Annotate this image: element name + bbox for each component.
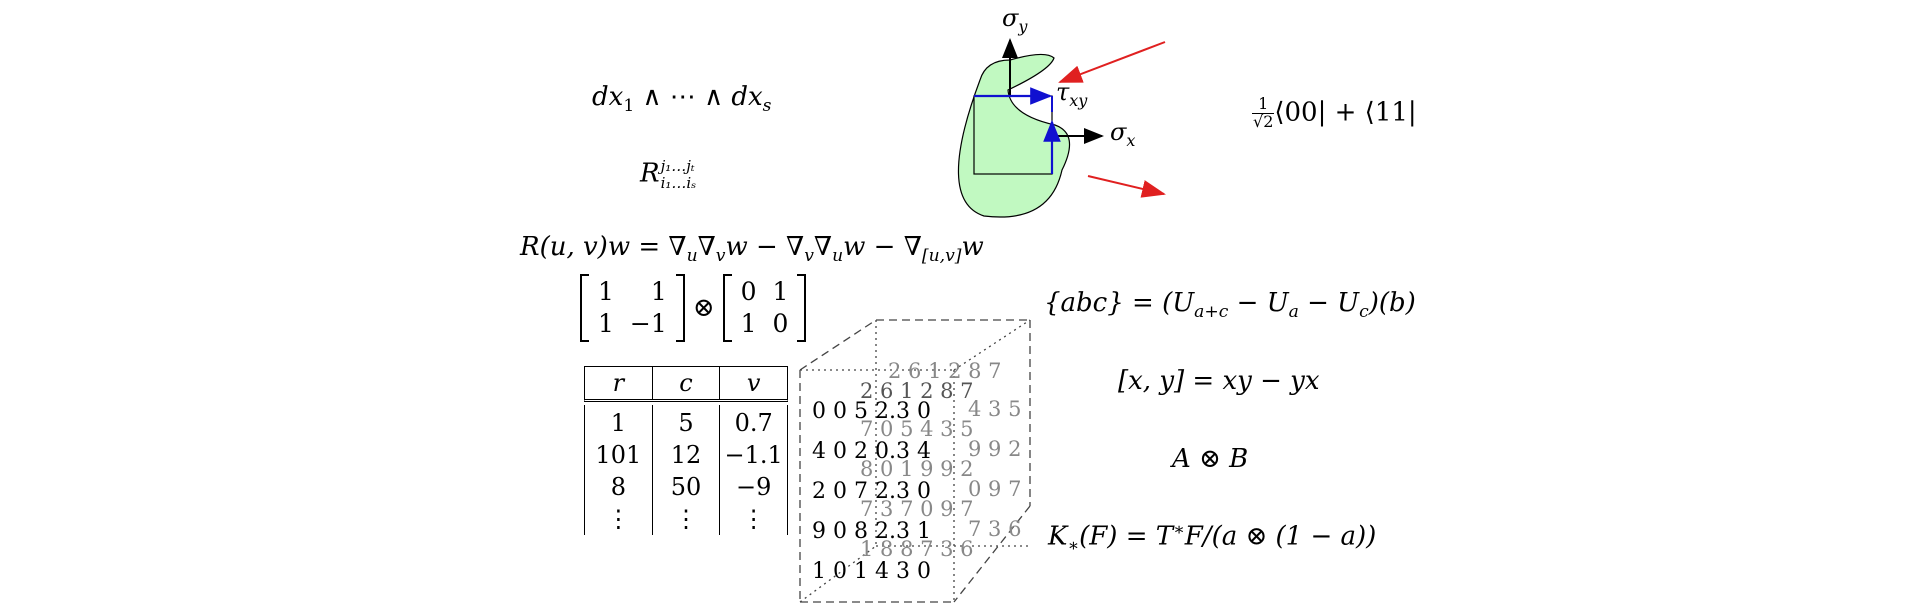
curvature-formula: R(u, v)w = ∇u∇vw − ∇v∇uw − ∇[u,v]w [520,232,984,267]
table-cell: 5 [678,409,694,437]
svg-text:7 3 7 0 9 7: 7 3 7 0 9 7 [860,497,974,521]
wedge-formula: dx1 ∧ ⋯ ∧ dxs [592,82,772,117]
table-cell: 50 [670,473,702,501]
svg-text:7 0 5 4 3 5: 7 0 5 4 3 5 [860,417,974,441]
table-cell: 8 [610,473,626,501]
svg-text:0 0 5 2.3 0: 0 0 5 2.3 0 [812,399,931,424]
cube-back-layer: 2 6 1 2 8 7 4 3 5 9 9 2 0 9 7 7 3 6 [888,359,1021,541]
svg-text:1 8 8 7 3 6: 1 8 8 7 3 6 [860,537,974,561]
svg-text:9 0 8 2.3 1: 9 0 8 2.3 1 [812,519,931,544]
col-c: 5 12 50 ⋮ [651,405,720,535]
table-cell: −9 [735,473,772,501]
data-cube: 2 6 1 2 8 7 4 3 5 9 9 2 0 9 7 7 3 6 2 6 … [799,319,1031,603]
header-r: r [612,369,625,397]
svg-text:2 0 7 2.3 0: 2 0 7 2.3 0 [812,479,931,504]
jordan-formula: {abc} = (Ua+c − Ua − Uc)(b) [1044,288,1416,323]
ktheory-formula: K∗(F) = T∗F/(a ⊗ (1 − a)) [1048,520,1377,556]
svg-text:9 9 2: 9 9 2 [968,437,1021,461]
svg-text:2 6 1 2 8 7: 2 6 1 2 8 7 [888,359,1002,383]
svg-text:1 0 1 4 3 0: 1 0 1 4 3 0 [812,559,931,584]
commutator-formula: [x, y] = xy − yx [1118,366,1320,396]
svg-text:8 0 1 9 9 2: 8 0 1 9 9 2 [860,457,974,481]
table-cell: ⋮ [606,505,631,533]
stress-diagram: σy τxy σx [957,4,1166,218]
svg-text:0 9 7: 0 9 7 [968,477,1021,501]
table-cell: 1 [610,409,626,437]
quantum-state-formula: 1√2⟨00| + ⟨11| [1252,94,1417,131]
svg-text:2 6 1 2 8 7: 2 6 1 2 8 7 [860,379,974,403]
table-cell: 12 [670,441,702,469]
table-cell: −1.1 [724,441,783,469]
col-v: 0.7 −1.1 −9 ⋮ [719,405,787,535]
table-cell: ⋮ [741,505,766,533]
tensor-ab-formula: A ⊗ B [1172,444,1249,474]
header-c: c [651,367,720,399]
col-r: 1 101 8 ⋮ [585,405,652,535]
sigma-x-label: σx [1110,118,1135,150]
cube-mid-layer: 2 6 1 2 8 7 7 0 5 4 3 5 8 0 1 9 9 2 7 3 … [860,379,974,561]
header-v: v [719,367,787,399]
table-cell: 101 [595,441,642,469]
table-header: r c v [584,366,788,402]
cube-front-layer: 0 0 5 2.3 0 4 0 2 0.3 4 2 0 7 2.3 0 9 0 … [812,399,931,584]
tau-xy-label: τxy [1056,78,1088,110]
table-cell: 0.7 [734,409,773,437]
sigma-y-label: σy [1002,4,1028,36]
table-cell: ⋮ [674,505,698,533]
svg-text:4 0 2 0.3 4: 4 0 2 0.3 4 [812,439,931,464]
svg-text:4 3 5: 4 3 5 [968,397,1021,421]
svg-text:7 3 6: 7 3 6 [968,517,1021,541]
rcv-table: r c v 1 101 8 ⋮ 5 12 50 ⋮ 0.7 −1.1 −9 ⋮ [584,366,788,535]
